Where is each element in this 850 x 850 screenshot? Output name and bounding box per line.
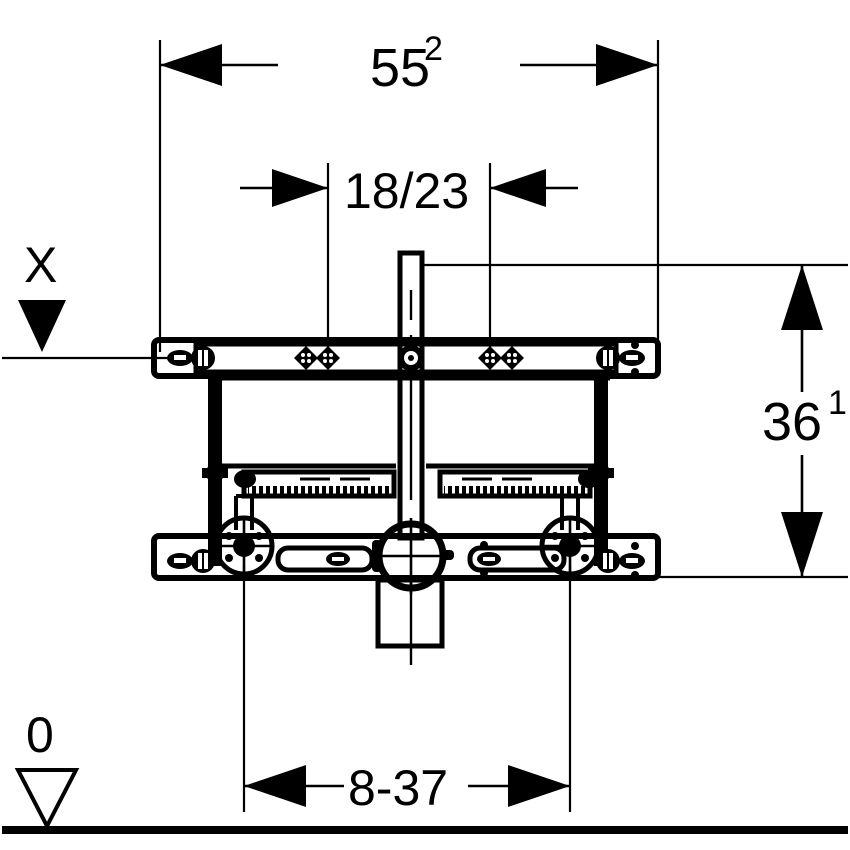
dimension-foot-spacing <box>244 765 570 807</box>
dimension-bolt-spacing <box>240 169 578 207</box>
product-assembly <box>151 250 661 665</box>
dimension-overall-height <box>781 265 823 577</box>
left-adjuster-knob <box>202 460 228 486</box>
datum-x-marker <box>18 300 66 352</box>
bottom-left-bracket <box>167 549 215 573</box>
datum-x-label: X <box>24 237 57 293</box>
filled-triangle-down-icon <box>18 300 66 352</box>
centre-drain-assembly <box>372 518 454 665</box>
dim-bolt-spacing-value: 18/23 <box>344 163 469 219</box>
dim-overall-height-superscript: 1 <box>828 384 847 422</box>
dim-overall-width-value: 55 <box>370 38 430 98</box>
centre-post <box>397 250 425 541</box>
arrowhead-inward-left-icon <box>272 169 328 207</box>
right-rack-strip <box>437 469 600 499</box>
top-fixing-bolts <box>294 346 524 370</box>
datum-zero-marker <box>14 768 80 831</box>
bottom-rail-slots <box>275 541 567 577</box>
top-right-bracket <box>596 341 645 376</box>
dimension-overall-width <box>160 44 658 86</box>
dim-overall-height-value: 36 <box>762 392 822 452</box>
arrowhead-down-icon <box>781 512 823 577</box>
arrowhead-right-icon <box>508 765 570 807</box>
right-adjuster-knob <box>588 460 614 486</box>
extension-lines <box>2 40 848 812</box>
dimension-labels: 55 2 18/23 36 1 8-37 X 0 <box>24 30 847 816</box>
datum-zero-label: 0 <box>26 707 54 763</box>
arrowhead-left-icon <box>160 44 222 86</box>
top-left-bracket <box>167 346 215 370</box>
arrowhead-left-icon <box>244 765 306 807</box>
left-foot-flange <box>213 494 275 577</box>
arrowhead-up-icon <box>781 265 823 330</box>
bottom-right-bracket <box>596 542 645 579</box>
dim-overall-width-superscript: 2 <box>424 30 443 68</box>
hollow-triangle-down-icon <box>14 768 80 831</box>
arrowhead-right-icon <box>596 44 658 86</box>
right-foot-flange <box>539 494 601 577</box>
dim-foot-spacing-value: 8-37 <box>348 760 448 816</box>
arrowhead-inward-right-icon <box>490 169 546 207</box>
left-rack-strip <box>234 469 397 499</box>
